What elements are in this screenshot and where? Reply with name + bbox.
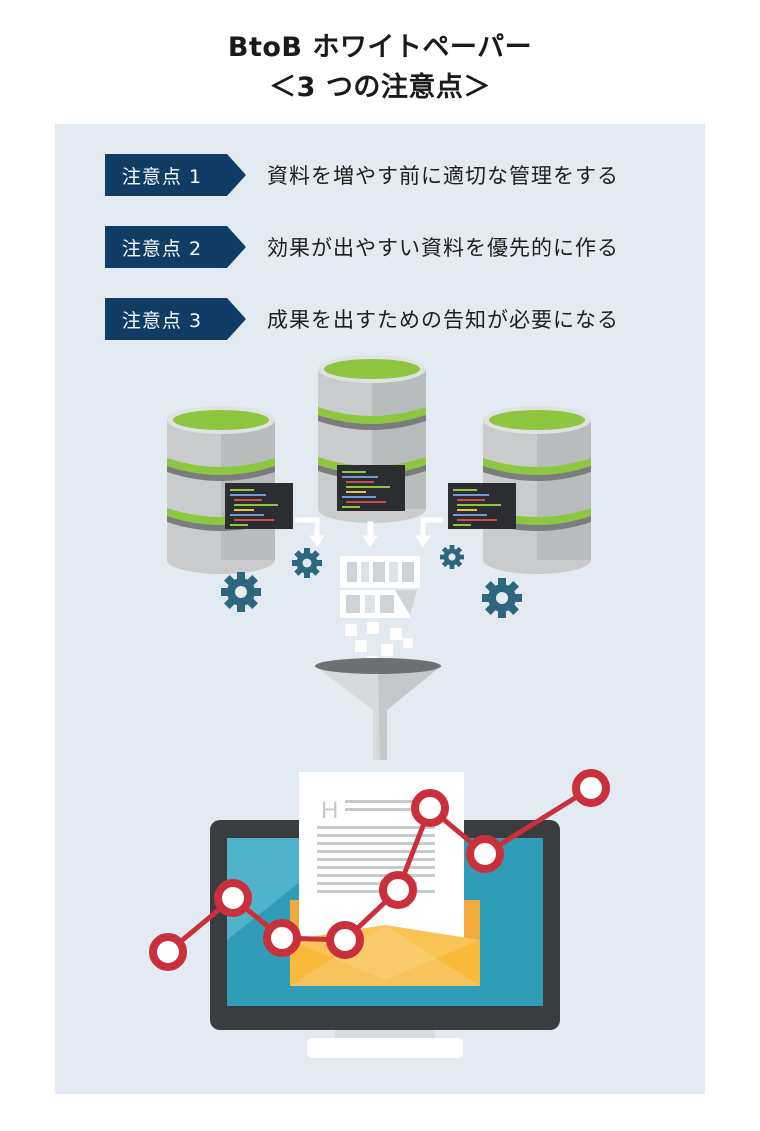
document-heading-letter: H — [321, 797, 338, 824]
point-3-text: 成果を出すための告知が必要になる — [267, 308, 619, 332]
envelope-icon: H — [290, 772, 480, 986]
point-3-tag: 注意点 3 — [105, 298, 246, 340]
code-window-left-icon — [225, 483, 293, 529]
title-line-2: ＜3 つの注意点＞ — [269, 72, 491, 103]
point-1: 注意点 1 資料を増やす前に適切な管理をする — [105, 154, 619, 196]
gear-right-small-icon — [440, 545, 464, 569]
point-2-tag: 注意点 2 — [105, 226, 246, 268]
gear-left-large-icon — [221, 572, 261, 612]
point-1-text: 資料を増やす前に適切な管理をする — [267, 164, 619, 188]
growth-chart-icon — [149, 769, 610, 971]
code-window-center-icon — [337, 465, 405, 511]
gear-right-large-icon — [482, 578, 522, 618]
point-1-tag: 注意点 1 — [105, 154, 246, 196]
arrows-icon — [295, 517, 443, 547]
title-line-1: BtoB ホワイトペーパー — [227, 32, 533, 63]
point-3: 注意点 3 成果を出すための告知が必要になる — [105, 298, 619, 340]
gear-left-small-icon — [292, 548, 322, 578]
data-funnel-illustration: H — [149, 355, 610, 1058]
point-2-text: 効果が出やすい資料を優先的に作る — [267, 236, 619, 260]
point-2: 注意点 2 効果が出やすい資料を優先的に作る — [105, 226, 619, 268]
paper-scraps-icon — [340, 556, 420, 666]
page-title: BtoB ホワイトペーパー ＜3 つの注意点＞ — [0, 28, 760, 108]
funnel-icon — [315, 658, 441, 760]
code-window-right-icon — [448, 483, 516, 529]
